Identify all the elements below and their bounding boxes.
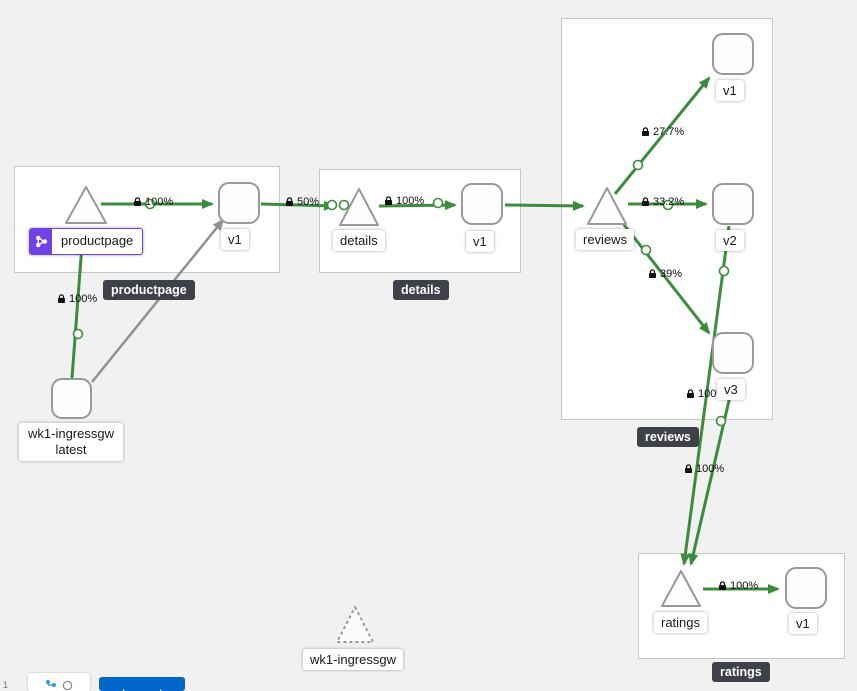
virtual-service-icon — [35, 235, 47, 248]
node-label-ratings-v1[interactable]: v1 — [789, 613, 817, 634]
node-workload-details-v1[interactable] — [461, 183, 503, 225]
tooltip-reviews: reviews — [637, 427, 699, 447]
edge-details-v1-to-reviews[interactable] — [504, 200, 585, 211]
edge-ingressgw-to-productpage-v1[interactable] — [91, 218, 225, 383]
mtls-lock-icon — [385, 196, 392, 205]
edge-reviews-v2-to-ratings[interactable] — [680, 225, 731, 566]
mtls-lock-icon — [58, 294, 65, 303]
graph-tools-button[interactable] — [28, 673, 90, 691]
edge-percent: 100% — [696, 463, 725, 475]
branch-icon — [45, 679, 57, 688]
node-service-ratings[interactable] — [661, 570, 701, 607]
mtls-lock-icon — [685, 464, 692, 473]
node-label-details[interactable]: details — [333, 230, 385, 251]
node-workload-ratings-v1[interactable] — [785, 567, 827, 609]
node-service-details[interactable] — [339, 188, 379, 226]
edge-percent: 100% — [396, 195, 425, 207]
traffic-dot — [326, 199, 338, 211]
node-service-productpage[interactable] — [65, 186, 107, 224]
traffic-dot — [640, 244, 652, 256]
node-label-reviews-v2[interactable]: v2 — [716, 230, 744, 251]
mtls-lock-icon — [649, 269, 656, 278]
tooltip-ratings: ratings — [712, 662, 770, 682]
mtls-lock-icon — [687, 389, 694, 398]
circle-icon — [62, 680, 73, 691]
legend-button[interactable]: Legend — [99, 677, 185, 691]
node-workload-reviews-v2[interactable] — [712, 183, 754, 225]
edge-label-reviews-v1: 27.7% — [641, 126, 684, 138]
mtls-lock-icon — [642, 197, 649, 206]
edge-label-productpage-v1: 100% — [133, 196, 173, 208]
node-label-productpage[interactable]: productpage — [29, 228, 144, 255]
edge-label-reviews-v3: 39% — [648, 268, 682, 280]
traffic-dot — [432, 197, 444, 209]
edge-percent: 39% — [660, 268, 683, 280]
node-label-details-v1[interactable]: v1 — [466, 231, 494, 252]
node-workload-productpage-v1[interactable] — [218, 182, 260, 224]
node-label-productpage-v1[interactable]: v1 — [221, 229, 249, 250]
edge-reviews-to-v1[interactable] — [613, 76, 711, 195]
node-workload-reviews-v3[interactable] — [712, 332, 754, 374]
edge-percent: 33.2% — [653, 196, 685, 208]
edge-percent: 27.7% — [653, 126, 685, 138]
tooltip-productpage: productpage — [103, 280, 195, 300]
node-label-reviews-v1[interactable]: v1 — [716, 80, 744, 101]
edge-label-reviewsv3-ratings: 100% — [684, 463, 724, 475]
traffic-dot — [718, 265, 730, 277]
virtual-service-badge — [30, 229, 52, 254]
mtls-lock-icon — [642, 127, 649, 136]
edge-label-productpagev1-details: 50% — [285, 196, 319, 208]
node-sublabel-text: latest — [55, 442, 87, 457]
edge-label-ratings-v1: 100% — [718, 580, 758, 592]
tooltip-details: details — [393, 280, 449, 300]
mtls-lock-icon — [286, 197, 293, 206]
node-label-ratings[interactable]: ratings — [654, 612, 708, 633]
node-service-wk1-ingressgw-idle[interactable] — [336, 606, 374, 643]
edge-productpage-v1-to-details[interactable] — [260, 200, 336, 211]
edge-percent: 100% — [69, 293, 98, 305]
node-label-text: productpage — [61, 233, 134, 248]
edge-label-details-v1: 100% — [384, 195, 424, 207]
edge-ingressgw-to-productpage[interactable] — [70, 229, 88, 379]
zoom-indicator: 1 — [3, 680, 9, 690]
node-workload-wk1-ingressgw[interactable] — [51, 378, 92, 419]
edge-percent: 100% — [730, 580, 759, 592]
node-service-reviews[interactable] — [587, 187, 627, 225]
traffic-dot — [632, 159, 644, 171]
traffic-dot — [144, 198, 156, 210]
edge-percent: 100% — [145, 196, 174, 208]
traffic-dot — [338, 199, 350, 211]
mtls-lock-icon — [719, 581, 726, 590]
node-label-reviews-v3[interactable]: v3 — [717, 379, 745, 400]
edge-reviews-v3-to-ratings[interactable] — [688, 378, 736, 566]
edge-percent: 50% — [297, 196, 320, 208]
traffic-dot — [72, 328, 84, 340]
traffic-dots — [72, 159, 730, 427]
node-label-reviews[interactable]: reviews — [576, 229, 635, 250]
mtls-lock-icon — [134, 197, 141, 206]
node-label-wk1-ingressgw-idle[interactable]: wk1-ingressgw — [303, 649, 403, 670]
traffic-dot — [662, 199, 674, 211]
node-label-wk1-ingressgw[interactable]: wk1-ingressgw latest — [19, 423, 123, 461]
traffic-dot — [715, 415, 727, 427]
node-workload-reviews-v1[interactable] — [712, 33, 754, 75]
node-label-text: wk1-ingressgw — [28, 426, 114, 441]
edge-label-ingressgw-productpage: 100% — [57, 293, 97, 305]
edge-label-reviews-v2: 33.2% — [641, 196, 684, 208]
